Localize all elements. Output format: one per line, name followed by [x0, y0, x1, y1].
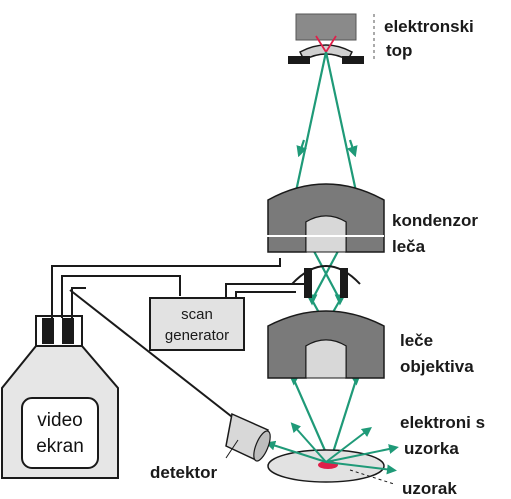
electron-gun-label-2: top: [386, 41, 412, 60]
scan-generator-label-2: generator: [165, 327, 229, 344]
video-screen: video ekran: [1, 315, 119, 479]
objective-lens: [267, 310, 385, 379]
condenser-lens-label-2: leča: [392, 237, 426, 256]
video-screen-label-2: ekran: [36, 436, 84, 457]
electron-gun-label-1: elektronski: [384, 17, 474, 36]
video-screen-label-1: video: [37, 410, 82, 431]
condenser-lens: [262, 183, 385, 253]
condenser-lens-label-1: kondenzor: [392, 211, 478, 230]
scan-generator: scan generator: [149, 297, 245, 351]
sample-electrons-label-2: uzorka: [404, 439, 459, 458]
emitted-electrons: [265, 422, 399, 475]
electron-beam: [285, 51, 367, 463]
detector-label: detektor: [150, 463, 217, 482]
objective-lens-label-1: leče: [400, 331, 433, 350]
crt-screen: [21, 397, 99, 469]
sample-electrons-label-1: elektroni s: [400, 413, 485, 432]
sample-label: uzorak: [402, 479, 457, 498]
scan-generator-label-1: scan: [181, 306, 213, 323]
detector-cable: [69, 289, 237, 421]
scan-coils: [291, 265, 361, 298]
detector: [225, 412, 271, 462]
sample: [267, 449, 395, 485]
objective-lens-label-2: objektiva: [400, 357, 474, 376]
